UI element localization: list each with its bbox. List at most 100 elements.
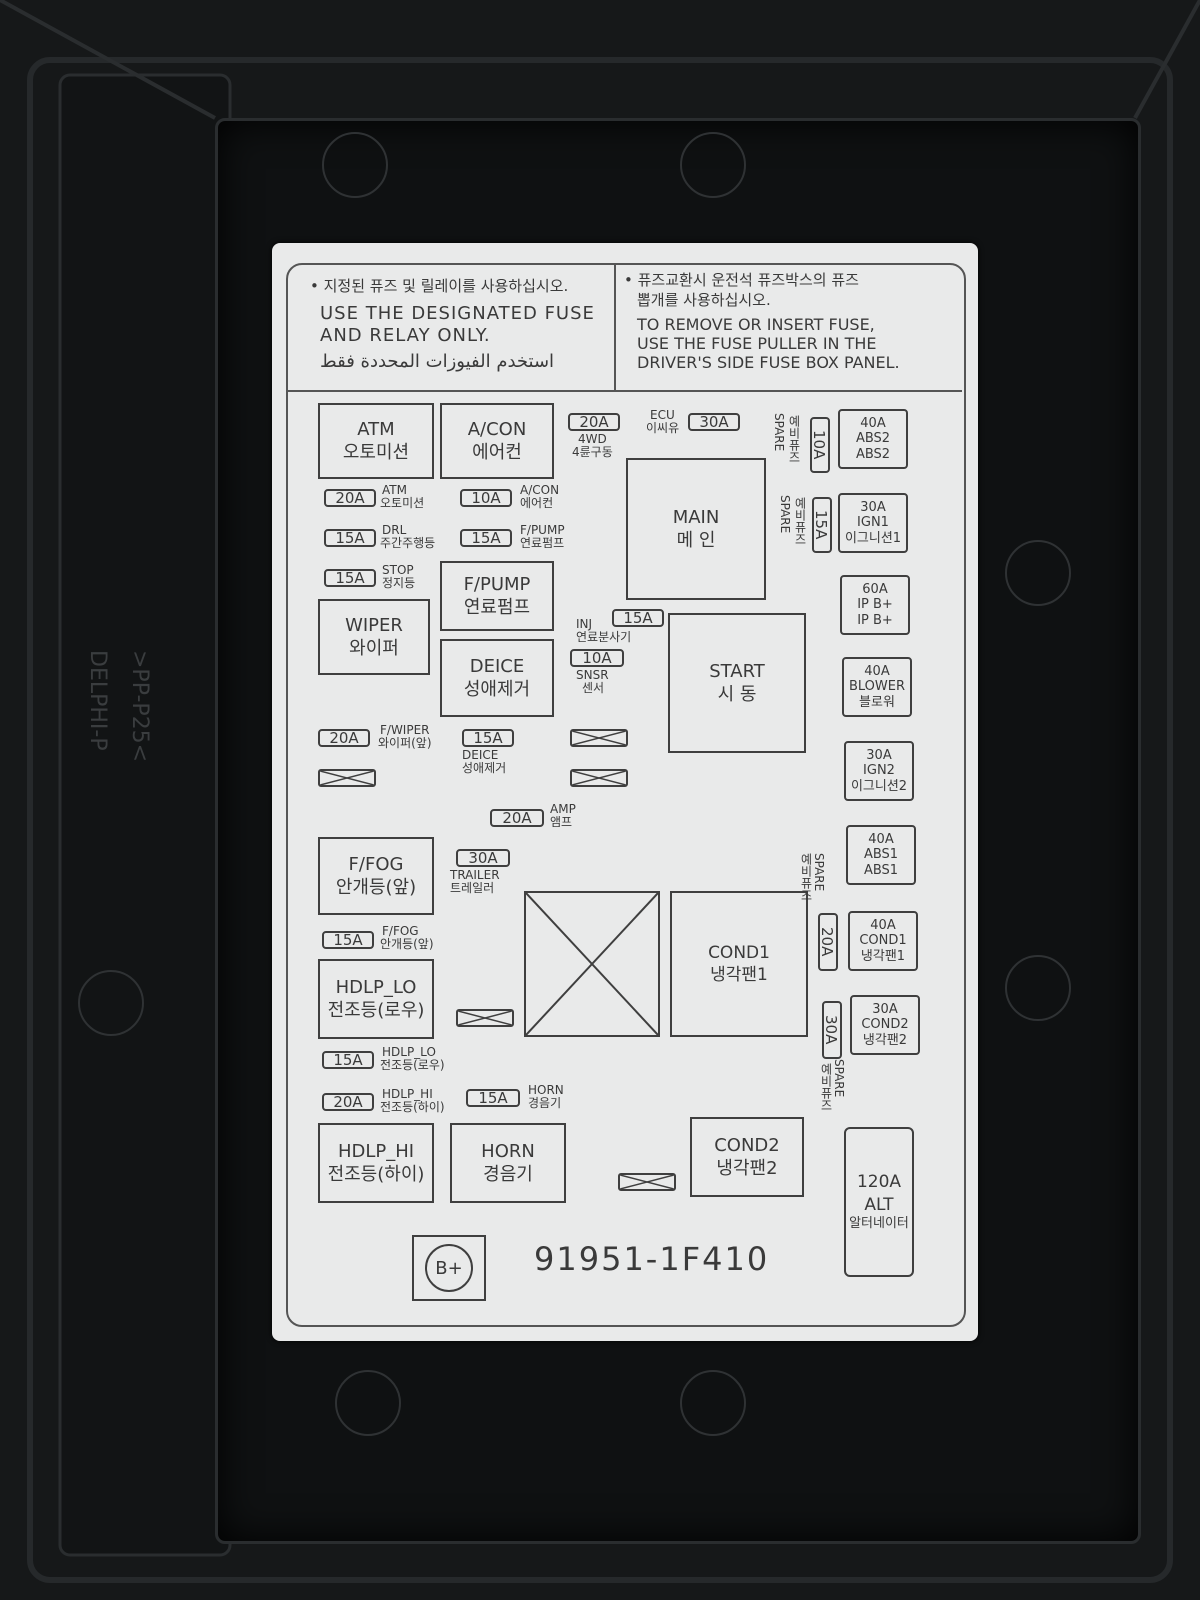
spare-label-kr: 예비퓨즈 bbox=[819, 1063, 833, 1111]
relay-horn: HORN 경음기 bbox=[450, 1123, 566, 1203]
fuse-label: 4WD bbox=[578, 432, 607, 446]
relay-label-kr: 와이퍼 bbox=[349, 638, 399, 659]
relay-hdlp-hi: HDLP_HI 전조등(하이) bbox=[318, 1123, 434, 1203]
fuse-label: ABS1 bbox=[863, 847, 899, 863]
relay-wiper: WIPER 와이퍼 bbox=[318, 599, 430, 675]
blank-cross-icon bbox=[320, 771, 374, 785]
relay-label-kr: 경음기 bbox=[483, 1164, 533, 1185]
fuse-label-kr: 주간주행등 bbox=[380, 536, 436, 550]
spare-label-kr: 예비퓨즈 bbox=[793, 497, 807, 545]
blank-cross-icon bbox=[572, 771, 626, 785]
battery-plus-icon: B+ bbox=[425, 1244, 473, 1292]
mounting-hole bbox=[78, 970, 144, 1036]
fuse-label: DEICE bbox=[462, 748, 499, 762]
relay-label: A/CON bbox=[467, 418, 527, 440]
empty-fuse-slot bbox=[570, 769, 628, 787]
relay-label: ALT bbox=[864, 1194, 894, 1215]
relay-cond1: COND1 냉각팬1 bbox=[670, 891, 808, 1037]
fuse-label: TRAILER bbox=[450, 868, 500, 882]
blank-cross-icon bbox=[526, 893, 658, 1035]
fuse-label-kr: 4륜구동 bbox=[572, 445, 613, 459]
empty-fuse-slot bbox=[618, 1173, 676, 1191]
fuse-label: AMP bbox=[550, 802, 576, 816]
fuse-hdlp-lo: 15A bbox=[322, 1051, 374, 1069]
fuse-trailer: 30A bbox=[456, 849, 510, 867]
relay-label-kr: 오토미션 bbox=[342, 442, 410, 463]
relay-main: MAIN 메 인 bbox=[626, 458, 766, 600]
fuse-label: IP B+ bbox=[857, 597, 893, 613]
fuse-amp: 40A bbox=[860, 415, 886, 431]
mounting-hole bbox=[335, 1370, 401, 1436]
fuse-label-kr: 이씨유 bbox=[646, 421, 680, 435]
fuse-fpump: 15A bbox=[460, 529, 512, 547]
fuse-label-kr: 연료펌프 bbox=[520, 536, 565, 550]
spare-label: SPARE bbox=[832, 1059, 846, 1098]
removal-en: TO REMOVE OR INSERT FUSE, bbox=[637, 315, 875, 334]
fuse-label-kr: 센서 bbox=[582, 681, 605, 695]
fuse-label-kr: 전조등(하이) bbox=[380, 1100, 445, 1114]
embossed-mark: >PP-P25< bbox=[127, 650, 152, 763]
fuse-label: HDLP_LO bbox=[382, 1045, 436, 1059]
fuse-label-kr: 오토미션 bbox=[380, 496, 425, 510]
removal-en: USE THE FUSE PULLER IN THE bbox=[637, 334, 877, 353]
fuse-label: ABS1 bbox=[863, 862, 899, 878]
fuse-label: ABS2 bbox=[855, 446, 891, 462]
fuse-amp: 40A bbox=[864, 663, 890, 679]
relay-label-kr: 안개등(앞) bbox=[335, 877, 417, 898]
fuse-label-kr: 냉각팬1 bbox=[860, 948, 906, 964]
fuse-fwiper: 20A bbox=[318, 729, 370, 747]
fuse-ffog: 15A bbox=[322, 931, 374, 949]
fuse-label-kr: 성애제거 bbox=[462, 761, 507, 775]
instruction-en: USE THE DESIGNATED FUSE bbox=[320, 303, 595, 324]
mounting-hole bbox=[680, 1370, 746, 1436]
relay-acon: A/CON 에어컨 bbox=[440, 403, 554, 479]
relay-label-kr: 시 동 bbox=[717, 684, 757, 705]
fuse-label: HDLP_HI bbox=[382, 1087, 433, 1101]
empty-fuse-slot bbox=[456, 1009, 514, 1027]
blank-cross-icon bbox=[572, 731, 626, 745]
fuse-label: SNSR bbox=[576, 668, 609, 682]
removal-kr: 뽑개를 사용하십시오. bbox=[637, 291, 771, 309]
battery-terminal-marker: B+ bbox=[412, 1235, 486, 1301]
fuse-amp: 30A bbox=[866, 747, 892, 763]
empty-fuse-slot bbox=[318, 769, 376, 787]
relay-label: HDLP_HI bbox=[337, 1140, 415, 1162]
fuse-label: INJ bbox=[576, 617, 593, 631]
fuse-stop: 15A bbox=[324, 569, 376, 587]
empty-fuse-slot bbox=[570, 729, 628, 747]
fuse-snsr: 10A bbox=[570, 649, 624, 667]
fuse-label: F/FOG bbox=[382, 924, 419, 938]
relay-label: F/FOG bbox=[348, 853, 404, 875]
fuse-label-kr: 이그니션2 bbox=[850, 778, 908, 794]
spare-label: SPARE bbox=[772, 413, 786, 452]
relay-hdlp-lo: HDLP_LO 전조등(로우) bbox=[318, 959, 434, 1039]
fuse-label-kr: 안개등(앞) bbox=[380, 937, 434, 951]
instruction-ar: استخدم الفيوزات المحددة فقط bbox=[320, 351, 555, 372]
label-border bbox=[286, 263, 966, 1327]
relay-label: HDLP_LO bbox=[335, 976, 417, 998]
fuse-amp: 60A bbox=[862, 581, 888, 597]
fuse-label: IGN2 bbox=[863, 763, 895, 779]
spare-fuse: 30A bbox=[822, 1001, 842, 1059]
fuse-4wd: 20A bbox=[568, 413, 620, 431]
relay-label-kr: 냉각팬1 bbox=[710, 965, 768, 985]
relay-blank bbox=[524, 891, 660, 1037]
fuse-alt: 120A ALT 알터네이터 bbox=[844, 1127, 914, 1277]
fuse-label: DRL bbox=[382, 523, 407, 537]
mounting-hole bbox=[322, 132, 388, 198]
fuse-amp: 20A bbox=[490, 809, 544, 827]
fuse-label: STOP bbox=[382, 563, 414, 577]
relay-start: START 시 동 bbox=[668, 613, 806, 753]
fuse-label: • 지정된 퓨즈 및 릴레이를 사용하십시오. USE THE DESIGNAT… bbox=[272, 243, 978, 1341]
relay-label: COND2 bbox=[714, 1134, 780, 1156]
blank-cross-icon bbox=[458, 1011, 512, 1025]
fuse-label-kr: 연료분사기 bbox=[576, 630, 632, 644]
fuse-drl: 15A bbox=[324, 529, 376, 547]
relay-label: COND1 bbox=[708, 942, 770, 963]
fuse-amp: 40A bbox=[868, 831, 894, 847]
fuse-atm: 20A bbox=[324, 489, 376, 507]
